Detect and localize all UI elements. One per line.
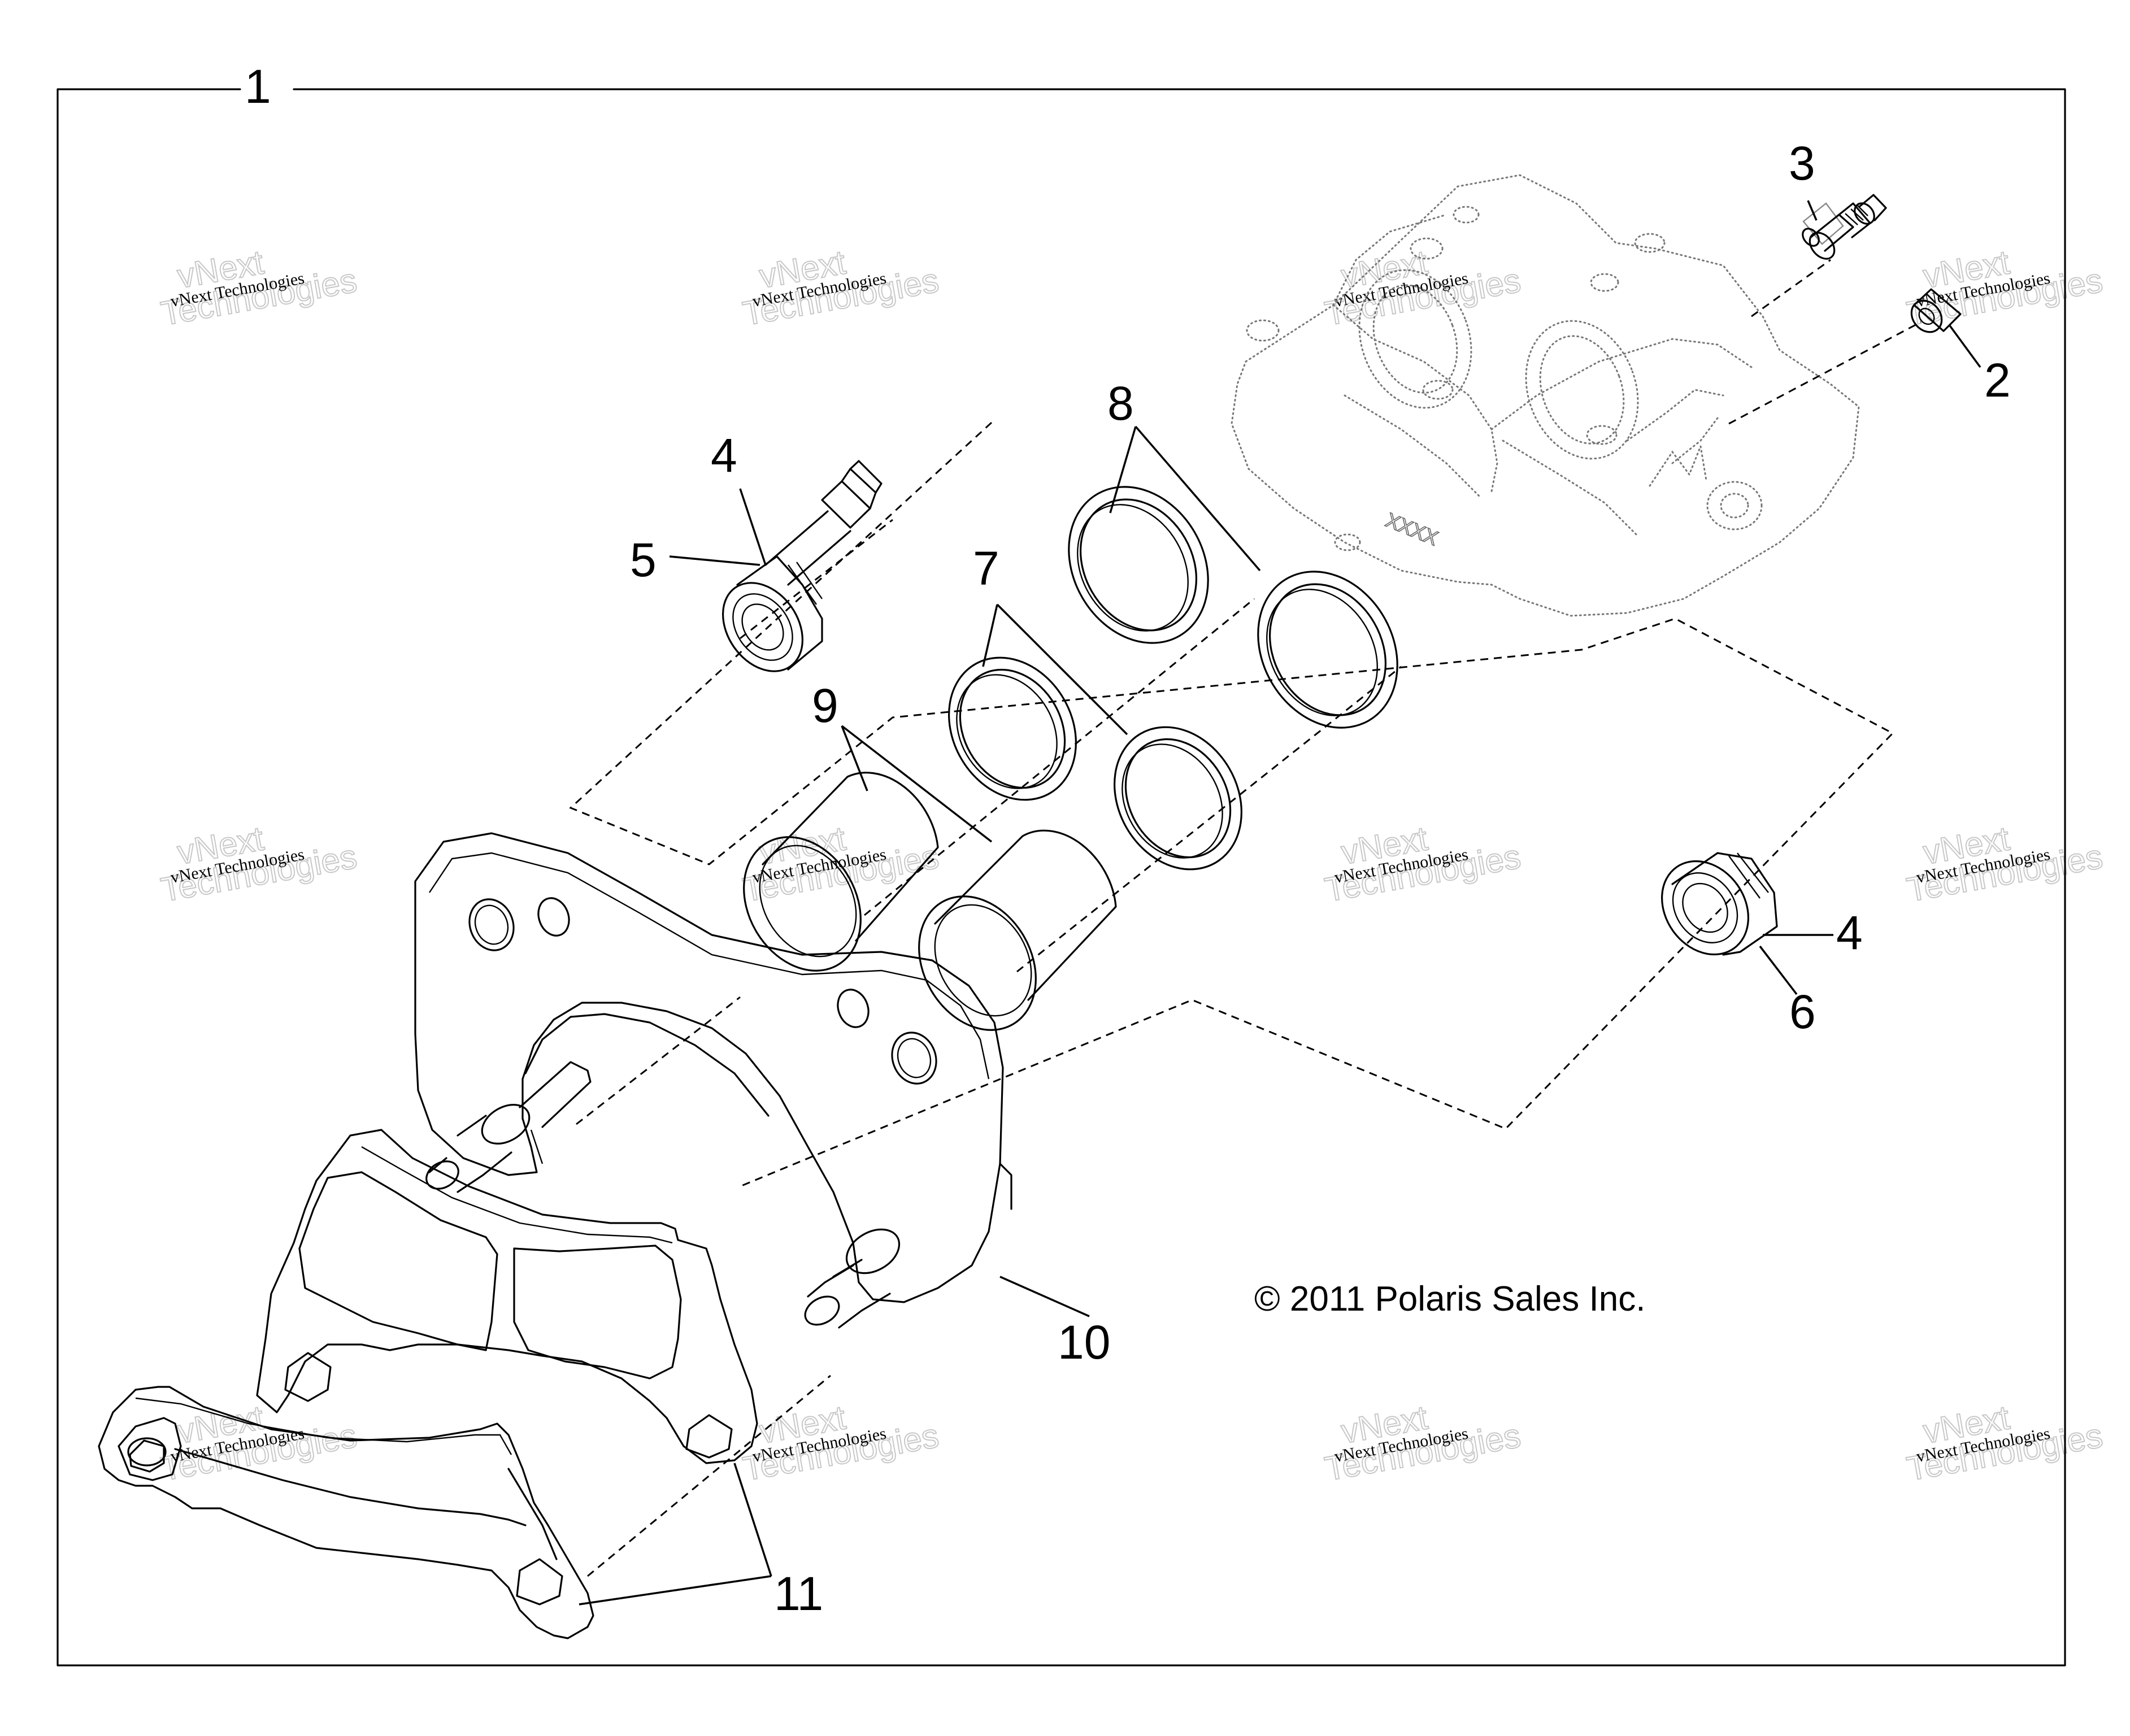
brake-pad-outer: [98, 1386, 594, 1639]
bracket-pin-lower: [804, 1228, 901, 1329]
watermark: vNext Technologies vNext Technologies: [1903, 242, 2106, 333]
watermark: vNext Technologies vNext Technologies: [158, 819, 360, 910]
callout-7: 7: [973, 542, 999, 595]
pin-boot-lower: [1661, 852, 1778, 956]
watermark: vNext Technologies vNext Technologies: [1322, 819, 1524, 910]
callout-1: 1: [245, 60, 271, 113]
bleeder-cap: [1910, 288, 1962, 333]
caliper-housing: XXXX: [1231, 174, 1860, 617]
callout-9: 9: [812, 679, 838, 732]
watermark: vNext Technologies vNext Technologies: [1903, 1398, 2106, 1489]
leader-lines: [579, 200, 1981, 1606]
watermark: vNext Technologies vNext Technologies: [1903, 819, 2106, 910]
watermark: vNext Technologies vNext Technologies: [158, 242, 360, 333]
piston-seal-7-left: [948, 656, 1077, 801]
piston-seal-8-left: [1068, 486, 1209, 644]
callout-11: 11: [774, 1567, 823, 1620]
piston-seal-8-right: [1257, 571, 1398, 729]
assembly-frame: [56, 88, 2066, 1667]
piston-right: [918, 829, 1117, 1031]
center-line-pin-upper: [576, 996, 741, 1125]
callout-4-upper: 4: [711, 429, 737, 482]
callout-4-lower: 4: [1836, 906, 1863, 959]
center-line-piston-upper: [864, 598, 1255, 916]
center-line-cap: [1728, 321, 1922, 425]
caliper-pin-bolt: [764, 460, 883, 586]
bleeder-screw: [1802, 194, 1887, 260]
copyright-notice: © 2011 Polaris Sales Inc.: [1254, 1280, 1645, 1319]
brake-pad-inner: [256, 1129, 758, 1464]
center-line-pin-lower: [587, 1374, 831, 1577]
piston-seal-7-right: [1114, 726, 1242, 871]
watermark: vNext Technologies vNext Technologies: [1322, 1398, 1524, 1489]
dashed-assembly-path: [569, 421, 1894, 1187]
callout-8: 8: [1107, 377, 1134, 430]
caliper-bracket: [414, 832, 1012, 1303]
center-line-piston-lower: [1016, 665, 1402, 973]
callout-6: 6: [1789, 985, 1816, 1038]
center-line-bolt: [740, 519, 893, 639]
callout-2: 2: [1984, 354, 2011, 407]
watermark: vNext Technologies vNext Technologies: [740, 1398, 942, 1489]
housing-marking: XXXX: [1383, 508, 1441, 550]
callout-3: 3: [1789, 137, 1815, 190]
pin-boot-upper: [721, 555, 823, 672]
watermark: vNext Technologies vNext Technologies: [740, 242, 942, 333]
callout-10: 10: [1058, 1316, 1110, 1369]
center-line-bleeder: [1751, 259, 1831, 317]
callout-5: 5: [630, 533, 657, 586]
